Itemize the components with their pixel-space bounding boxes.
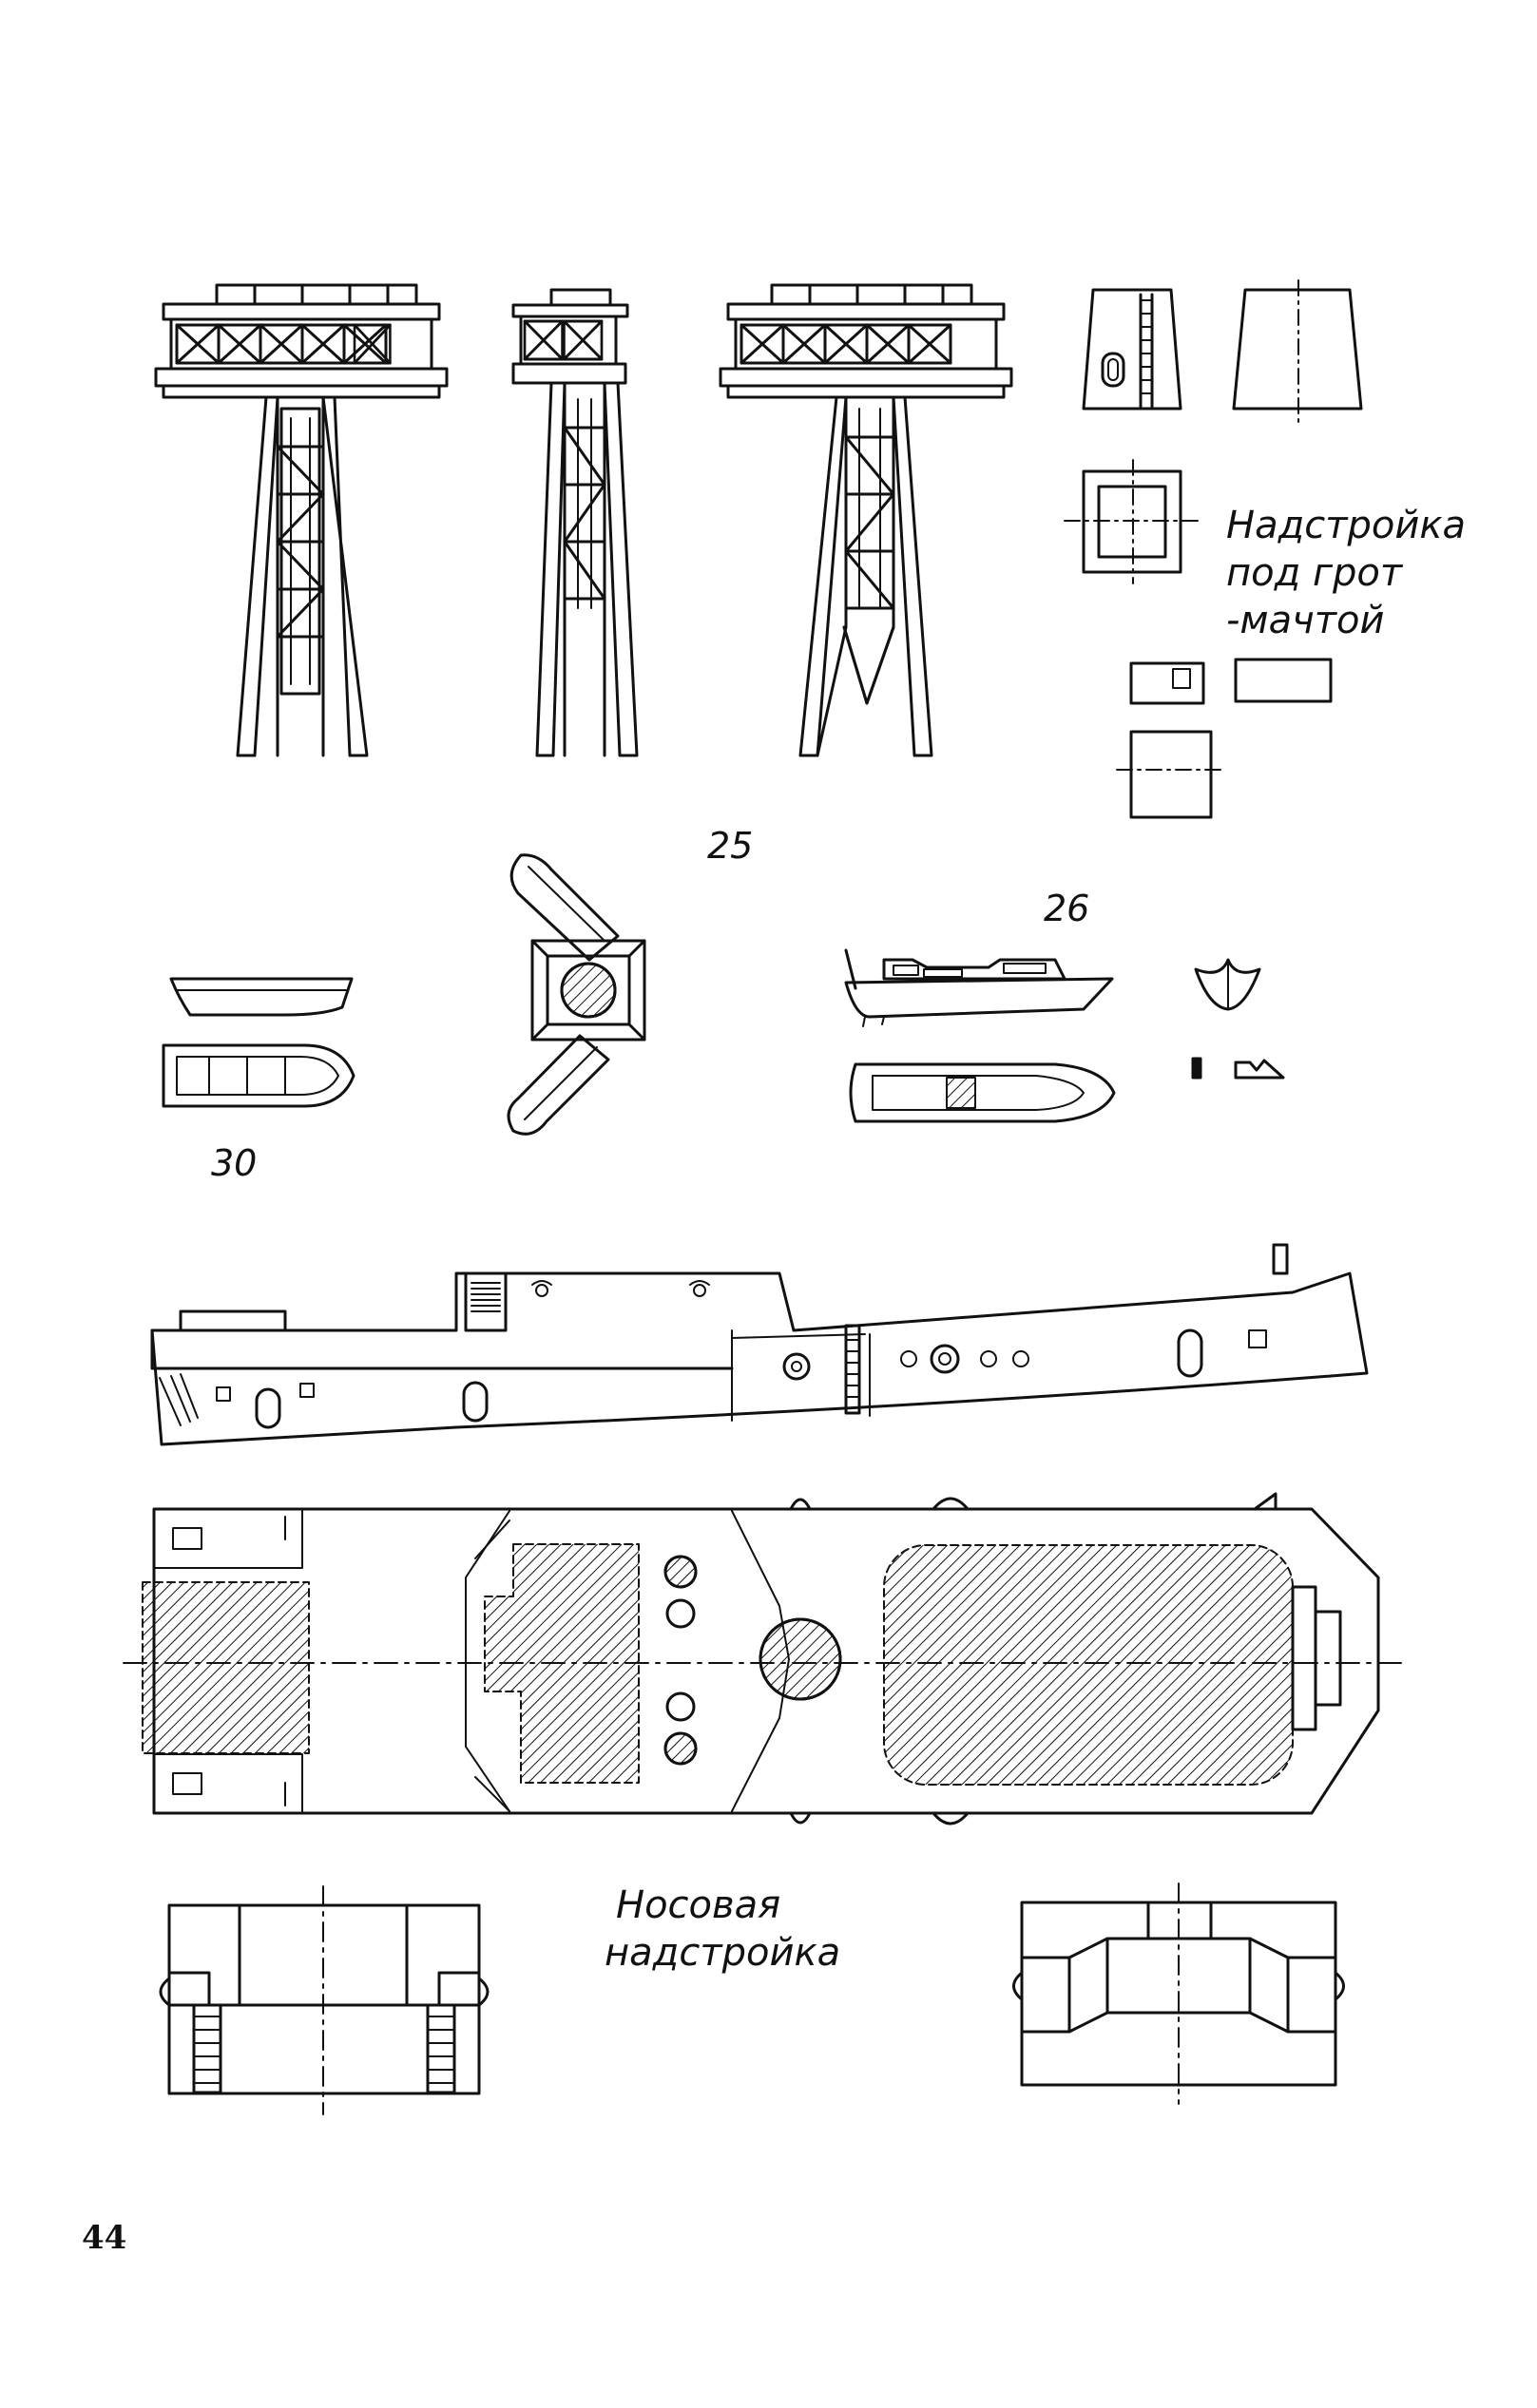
bow-label-line1: Носовая <box>616 1883 781 1927</box>
mast-tower-front <box>154 283 449 757</box>
mainmast-label-line2: под грот <box>1226 551 1403 595</box>
figure-number-30: 30 <box>211 1142 258 1184</box>
page-number: 44 <box>82 2219 127 2257</box>
bow-label-line2: надстройка <box>605 1931 841 1975</box>
bow-superstructure-rear-view <box>1012 1882 1345 2105</box>
bow-superstructure-label: Носовая надстройка <box>605 1882 840 1977</box>
mainmast-superstructure-label: Надстройка под грот -мачтой <box>1226 502 1466 644</box>
mainmast-label-line3: -мачтой <box>1226 599 1385 642</box>
bow-superstructure-front-view <box>159 1885 490 2115</box>
mast-tower-rear <box>719 283 1013 757</box>
small-davit-parts <box>1191 958 1285 1080</box>
rowing-boat-30 <box>162 977 355 1108</box>
mast-tower-side <box>511 288 639 757</box>
figure-number-26: 26 <box>1044 888 1090 929</box>
ship-hull-side-view <box>150 1243 1369 1446</box>
ship-hull-plan-view <box>123 1492 1408 1825</box>
motor-launch-26 <box>844 948 1116 1123</box>
boat-crane-25 <box>507 853 646 1136</box>
figure-number-25: 25 <box>707 825 754 867</box>
mainmast-superstructure-parts <box>1064 279 1363 819</box>
mainmast-label-line1: Надстройка <box>1226 504 1467 547</box>
